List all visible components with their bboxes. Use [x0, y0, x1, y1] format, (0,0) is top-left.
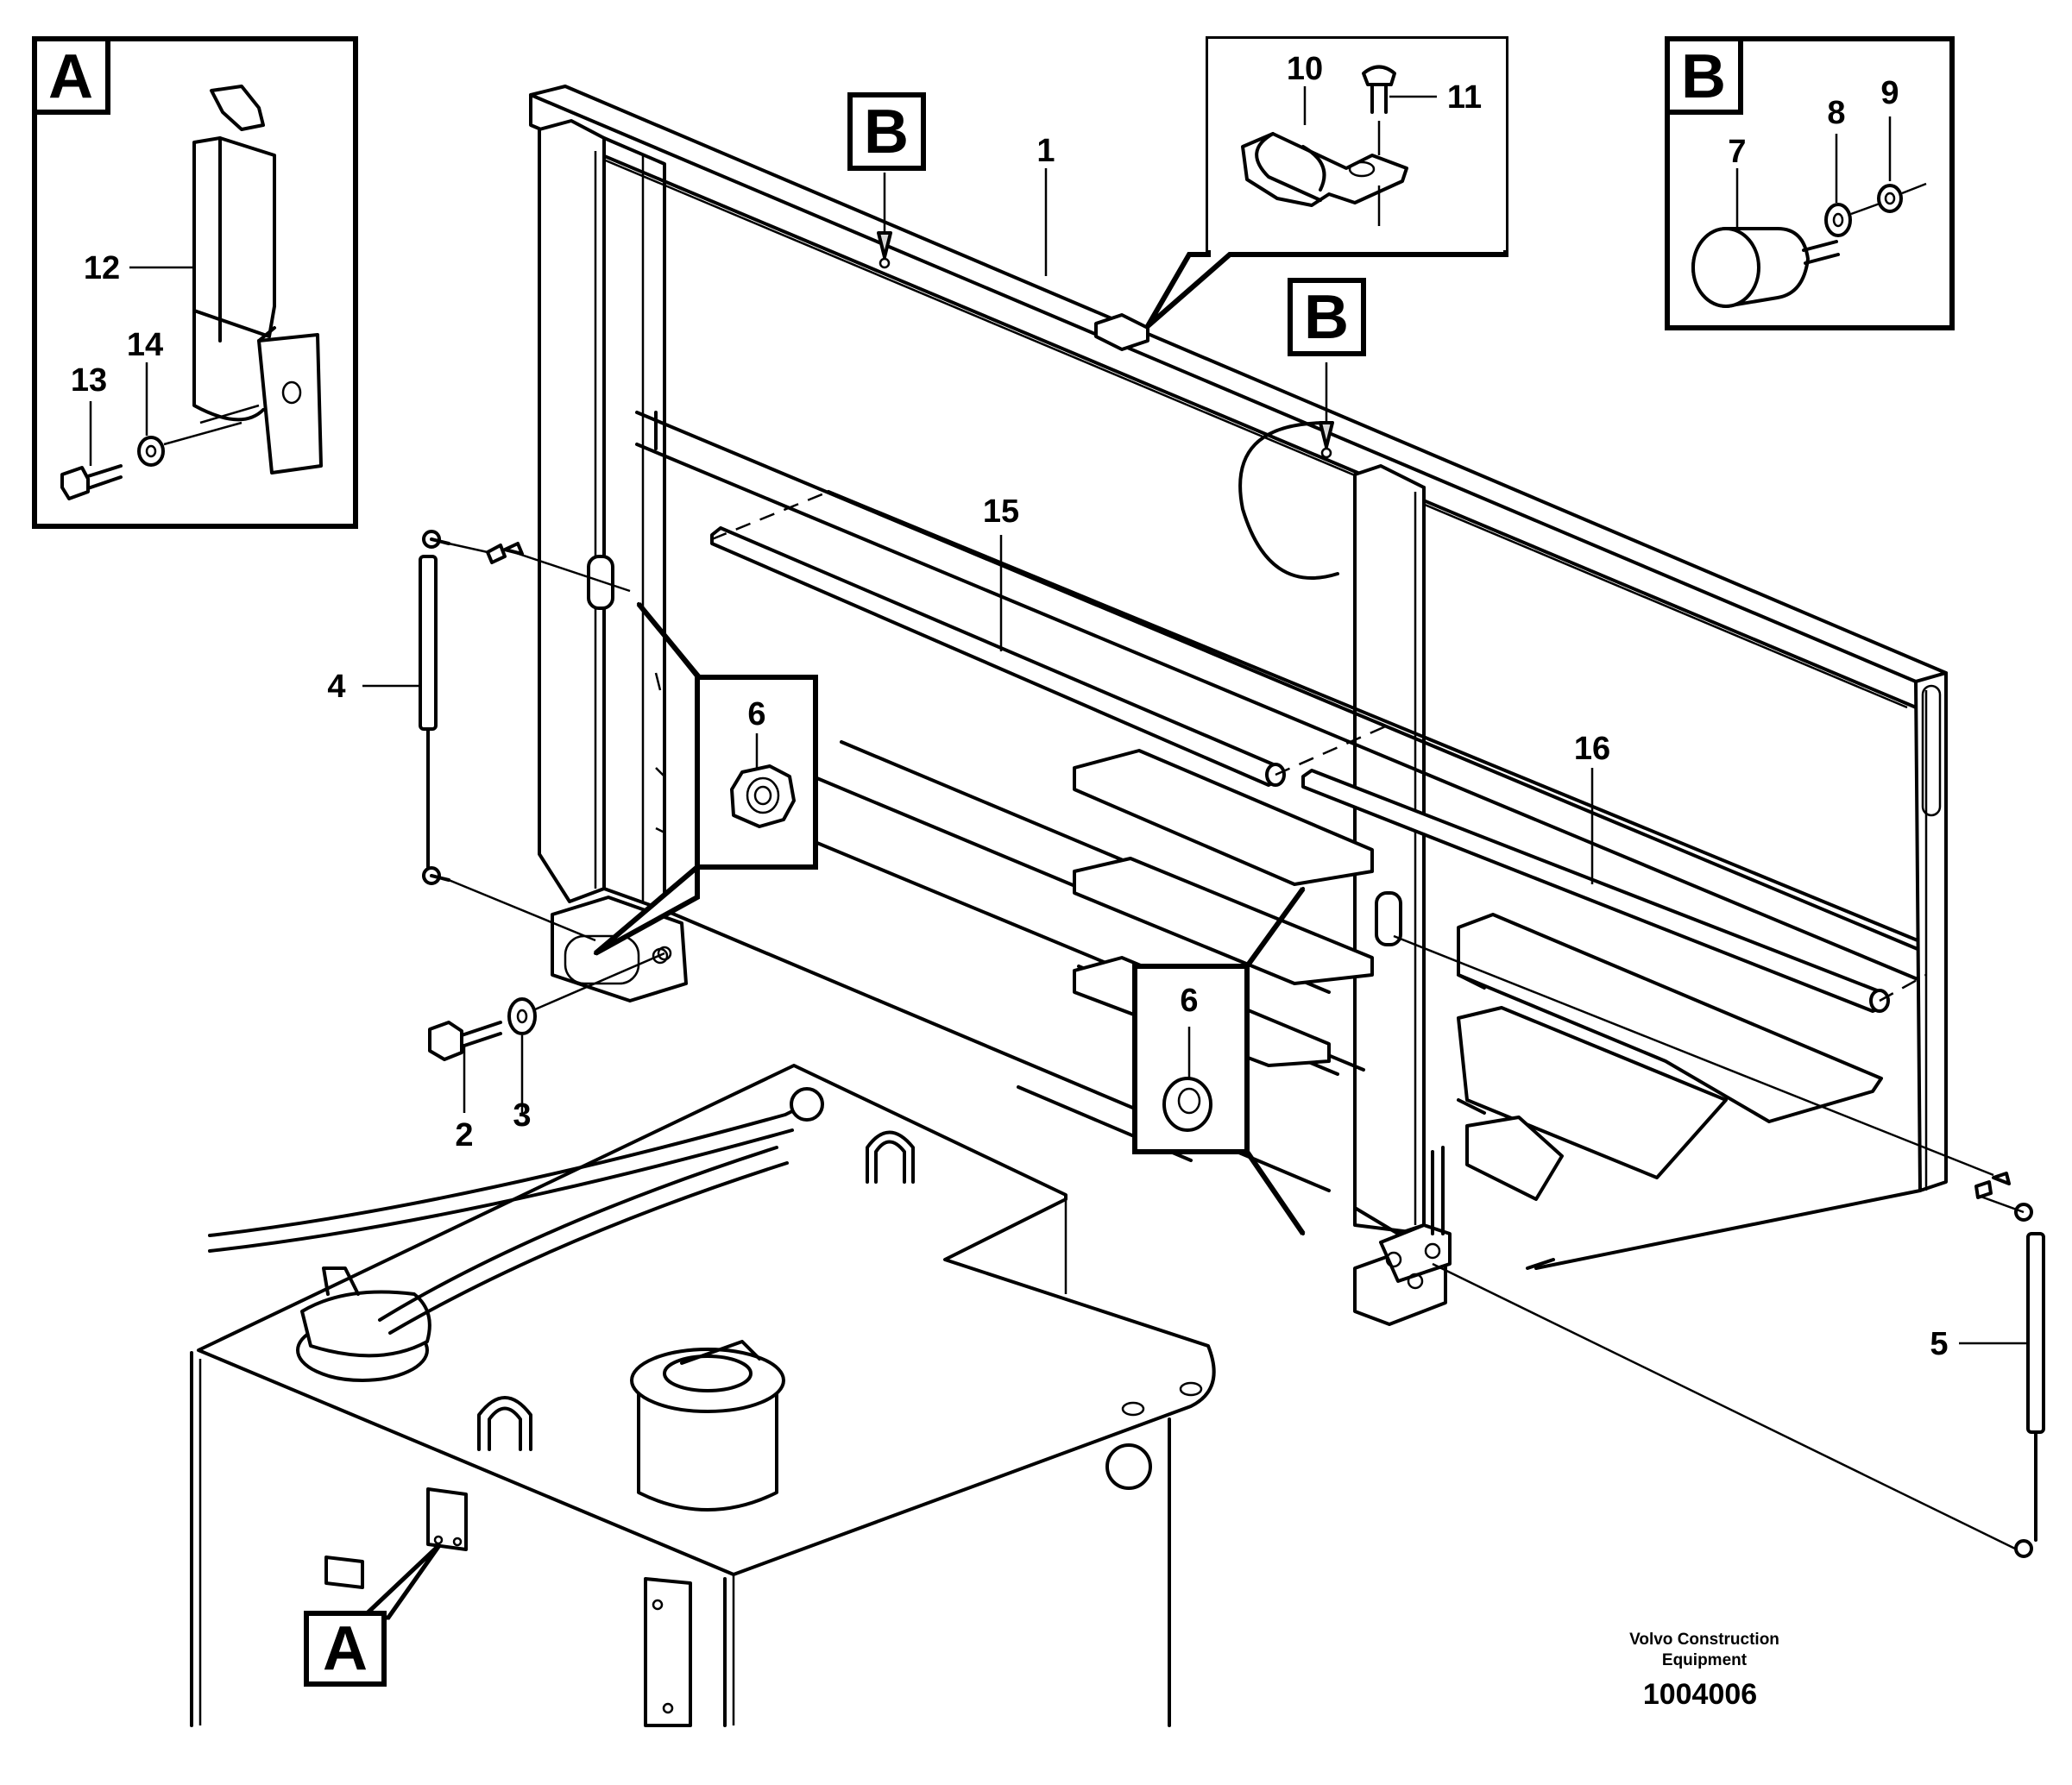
callout-4: 4 — [327, 669, 345, 705]
callout-16: 16 — [1574, 731, 1610, 767]
document-number: 1004006 — [1643, 1678, 1757, 1711]
caption-line-2: Equipment — [1662, 1651, 1748, 1669]
detail-b-letter: B — [1681, 42, 1726, 111]
filler-cap — [630, 1340, 785, 1512]
marker-b1-letter: B — [864, 97, 909, 167]
callout-2: 2 — [455, 1117, 473, 1153]
callout-leaders — [362, 168, 2026, 1345]
detail-view-nut-left — [594, 602, 818, 956]
alignment-line-rod16 — [1879, 973, 1927, 1002]
callout-14: 14 — [127, 327, 163, 363]
callout-1: 1 — [1036, 133, 1055, 169]
publisher-caption: Volvo Construction Equipment 1004006 — [1629, 1631, 1779, 1711]
marker-b-right: B — [1288, 278, 1366, 356]
callout-5: 5 — [1930, 1326, 1948, 1362]
callout-13: 13 — [71, 362, 107, 399]
tank-breather — [296, 1266, 431, 1382]
caption-line-1: Volvo Construction — [1629, 1631, 1779, 1649]
callout-10: 10 — [1287, 51, 1323, 87]
callout-3: 3 — [513, 1097, 531, 1134]
bolt-2 — [428, 1021, 502, 1061]
alignment-line-rod15 — [711, 490, 829, 541]
callout-11: 11 — [1447, 79, 1482, 116]
gas-strut-4 — [419, 530, 631, 942]
marker-a-letter: A — [323, 1614, 368, 1683]
callout-9: 9 — [1880, 75, 1899, 111]
marker-a: A — [304, 1543, 443, 1687]
callout-15: 15 — [983, 493, 1019, 530]
callout-8: 8 — [1827, 95, 1845, 131]
washer-3 — [507, 952, 665, 1035]
detail-view-hinge — [1145, 36, 1508, 329]
marker-b2-letter: B — [1304, 283, 1349, 352]
callout-12: 12 — [84, 250, 120, 286]
callout-labels: 1 2 3 4 5 6 6 7 8 9 10 11 12 13 14 15 16 — [71, 51, 1949, 1362]
rod-15 — [710, 490, 1919, 942]
gas-strut-5 — [1393, 934, 2045, 1558]
callout-7: 7 — [1728, 134, 1746, 170]
detail-view-a: A — [32, 36, 358, 529]
detail-a-letter: A — [48, 42, 93, 111]
marker-b-left: B — [847, 92, 926, 171]
rod-16 — [1301, 769, 1890, 1013]
callout-6-right: 6 — [1180, 983, 1198, 1019]
detail-view-b: B — [1665, 36, 1955, 330]
alignment-line-rod-mid — [1275, 723, 1390, 776]
callout-6-left: 6 — [747, 696, 765, 732]
detail-view-nut-right — [1132, 887, 1306, 1235]
hydraulic-tank — [190, 1064, 1216, 1727]
